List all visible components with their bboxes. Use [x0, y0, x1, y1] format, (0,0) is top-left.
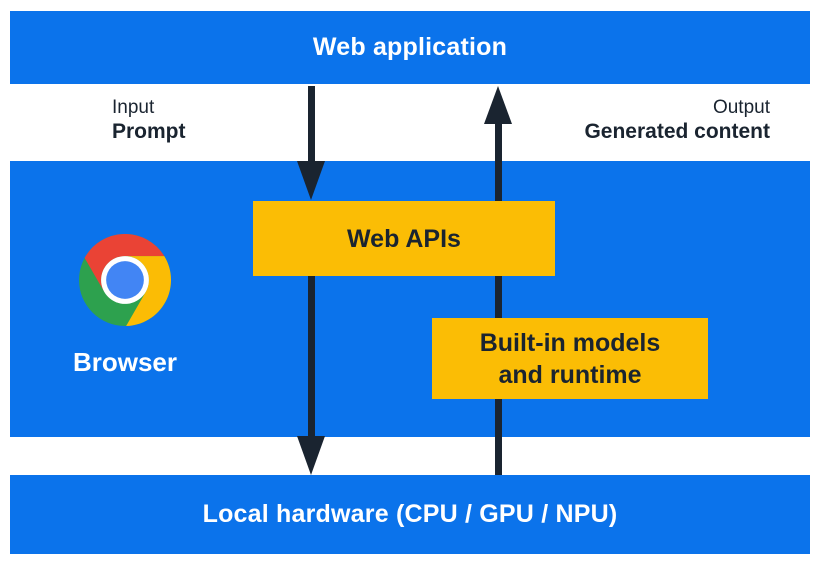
builtin-models-label-line2: and runtime [498, 360, 642, 389]
input-label-group: Input Prompt [112, 96, 186, 145]
output-arrow-head [484, 86, 512, 124]
output-label-group: Output Generated content [584, 96, 770, 145]
input-arrow-head-top [297, 161, 325, 200]
input-subtitle: Prompt [112, 120, 186, 143]
local-hardware-label: Local hardware (CPU / GPU / NPU) [202, 500, 618, 528]
builtin-models-label-line1: Built-in models [479, 328, 661, 357]
output-arrow-line [494, 124, 502, 475]
chrome-icon [79, 234, 171, 326]
browser-label: Browser [72, 347, 178, 377]
browser-group: Browser [60, 234, 190, 378]
web-application-bar: Web application [10, 11, 810, 84]
output-subtitle: Generated content [584, 120, 770, 143]
input-arrow-line-bottom [307, 276, 315, 436]
web-application-label: Web application [312, 33, 508, 61]
input-title: Input [112, 97, 155, 118]
builtin-models-box: Built-in models and runtime [432, 318, 708, 399]
local-hardware-bar: Local hardware (CPU / GPU / NPU) [10, 475, 810, 554]
input-arrow-line-top [307, 86, 315, 161]
input-arrow-head-bottom [297, 436, 325, 475]
web-apis-box: Web APIs [253, 201, 555, 276]
web-apis-label: Web APIs [347, 224, 461, 253]
output-title: Output [712, 97, 770, 118]
